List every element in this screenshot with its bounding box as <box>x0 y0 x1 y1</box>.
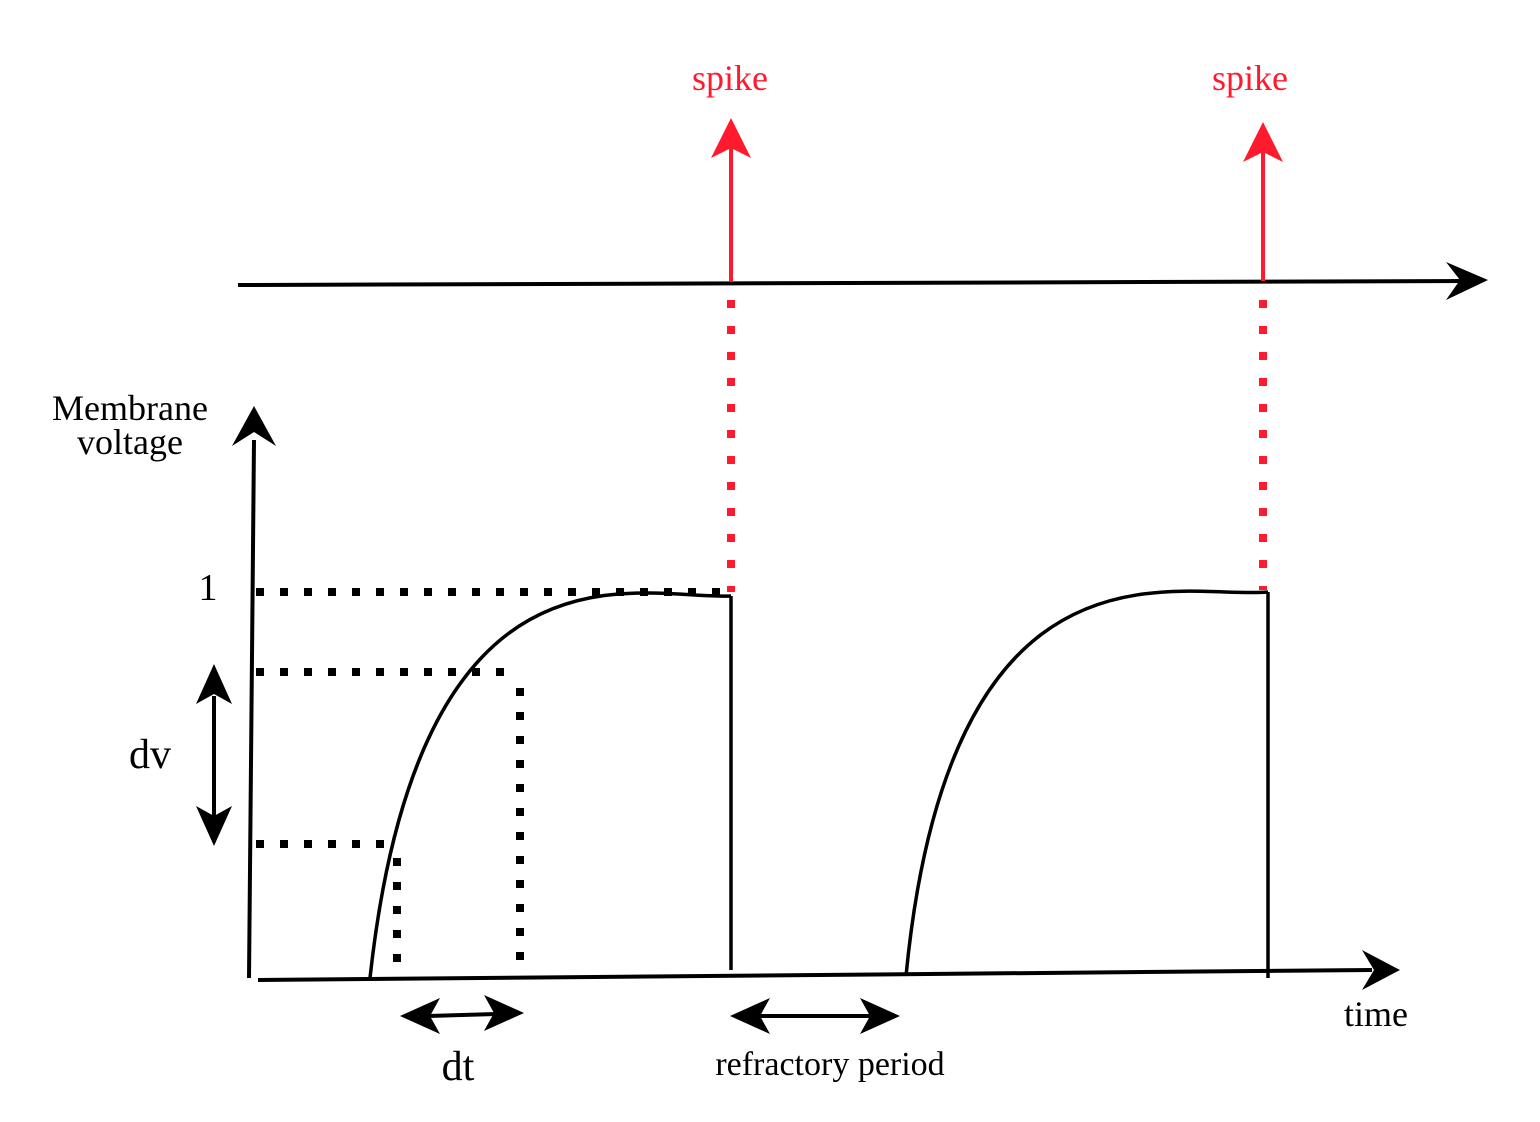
dv-double-arrow <box>196 664 232 846</box>
spike-timeline-arrowhead <box>1446 262 1488 300</box>
x-axis-arrowhead <box>1362 950 1400 990</box>
dt-label: dt <box>442 1044 475 1090</box>
refractory-label: refractory period <box>715 1046 944 1083</box>
voltage-curve-2 <box>904 589 1269 977</box>
dt-double-arrow <box>400 995 524 1034</box>
x-axis-label: time <box>1344 994 1408 1034</box>
y-axis <box>247 439 256 979</box>
spike-label-2: spike <box>1212 58 1288 98</box>
threshold-label: 1 <box>199 567 218 609</box>
voltage-curve-1 <box>368 591 732 979</box>
y-axis-label-line2: voltage <box>77 422 183 462</box>
dv-label: dv <box>129 732 171 778</box>
spike-timeline <box>237 262 1488 300</box>
y-axis-label-line1: Membrane <box>52 388 208 428</box>
spike-label-1: spike <box>692 58 768 98</box>
spike-timeline-axis <box>237 279 1471 287</box>
spike-arrow-2 <box>1243 122 1283 281</box>
y-axis-arrowhead <box>232 406 276 446</box>
voltage-axes <box>232 406 1400 990</box>
x-axis <box>257 968 1373 982</box>
spike-arrow-1 <box>711 118 751 281</box>
refractory-double-arrow <box>730 998 900 1034</box>
